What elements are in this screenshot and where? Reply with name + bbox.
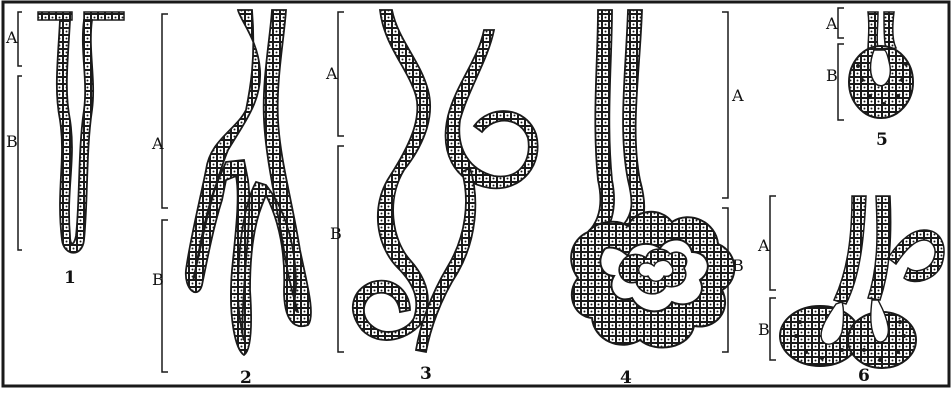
- fig2-number: 2: [240, 370, 252, 387]
- figure-4-coiled-gland: [571, 10, 734, 352]
- fig6-number: 6: [858, 368, 870, 385]
- fig2-label-b: B: [152, 272, 164, 288]
- fig2-label-a: A: [152, 136, 164, 152]
- fig4-label-b: B: [732, 258, 744, 274]
- fig4-label-a: A: [732, 88, 744, 104]
- fig5-number: 5: [876, 132, 888, 149]
- figure-2-branched-tubular-gland: [162, 10, 311, 372]
- fig3-label-b: B: [330, 226, 342, 242]
- fig1-label-b: B: [6, 134, 18, 150]
- figure-6-branched-alveolar-gland: [770, 196, 944, 368]
- figure-5-simple-alveolar-gland: [838, 8, 913, 120]
- figure-3-coiled-tubular-gland: [338, 10, 538, 352]
- fig1-number: 1: [64, 270, 76, 287]
- fig1-label-a: A: [6, 30, 18, 46]
- figure-1-simple-tubular-gland: [18, 12, 124, 253]
- fig3-number: 3: [420, 366, 432, 383]
- fig4-number: 4: [620, 370, 632, 387]
- fig5-label-a: A: [826, 16, 838, 32]
- fig5-label-b: B: [826, 68, 838, 84]
- fig6-label-a: A: [758, 238, 770, 254]
- fig3-label-a: A: [326, 66, 338, 82]
- fig6-label-b: B: [758, 322, 770, 338]
